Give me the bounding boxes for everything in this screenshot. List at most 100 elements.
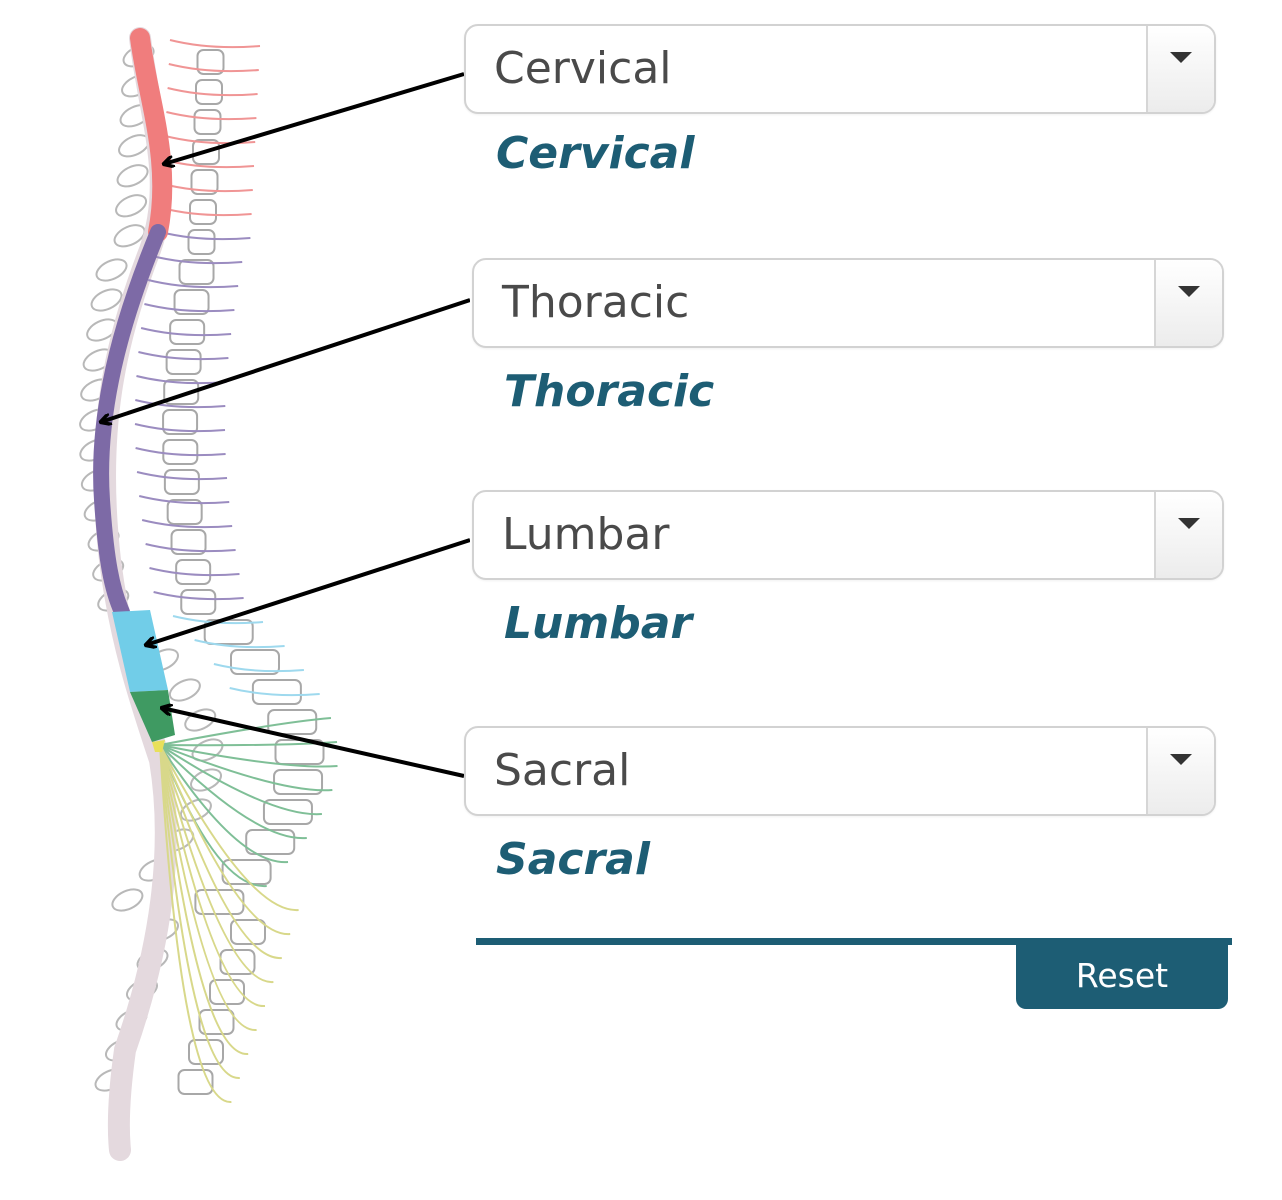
lumbar-answer-label: Lumbar xyxy=(504,598,693,649)
nerve-root xyxy=(229,687,320,697)
nerve-root xyxy=(167,87,258,97)
vertebral-body xyxy=(245,829,296,855)
nerve-root xyxy=(151,255,243,265)
nerve-root xyxy=(135,447,226,457)
nerve-root xyxy=(159,717,332,746)
vertebral-body xyxy=(178,259,215,285)
vertebral-body xyxy=(193,109,222,135)
nerve-root xyxy=(135,399,226,409)
spinous-process xyxy=(90,288,123,312)
vertebral-body xyxy=(187,229,216,255)
vertebral-body xyxy=(180,589,217,615)
thoracic-dropdown[interactable]: Thoracic xyxy=(472,258,1224,348)
vertebral-body xyxy=(189,199,217,225)
vertebral-body xyxy=(195,79,223,105)
vertebral-body xyxy=(170,529,207,555)
vertebral-body xyxy=(163,469,200,495)
thoracic-pointer-arrow xyxy=(101,298,470,422)
nerve-root xyxy=(144,303,235,313)
caret-down-icon xyxy=(1178,286,1200,297)
sacral-answer-label: Sacral xyxy=(496,834,650,885)
caret-down-icon xyxy=(1178,518,1200,529)
nerve-root xyxy=(159,744,289,864)
nerve-root xyxy=(149,567,240,577)
sacral-dropdown-value: Sacral xyxy=(494,745,631,796)
nerve-root xyxy=(159,744,291,936)
nerve-root xyxy=(159,744,322,816)
spinous-process xyxy=(113,224,146,248)
nerve-root xyxy=(147,279,239,289)
vertebral-body xyxy=(230,649,280,675)
vertebral-body xyxy=(251,679,302,705)
cervical-dropdown[interactable]: Cervical xyxy=(464,24,1216,114)
spinous-process xyxy=(95,258,128,282)
spinous-process xyxy=(168,678,201,702)
nerve-root xyxy=(164,135,256,145)
nerve-root xyxy=(134,423,226,433)
lumbar-segment xyxy=(112,610,168,692)
vertebral-body xyxy=(166,499,203,525)
vertebral-body xyxy=(196,49,225,75)
vertebral-body xyxy=(173,289,210,315)
nerve-root xyxy=(159,744,232,1104)
spinal-nerves xyxy=(134,39,338,1104)
lumbar-dropdown-toggle[interactable] xyxy=(1154,492,1222,578)
footer-divider xyxy=(476,938,1232,945)
caret-down-icon xyxy=(1170,754,1192,765)
vertebral-body xyxy=(162,439,199,465)
nerve-root xyxy=(159,744,257,1032)
spinal-column-diagram xyxy=(79,27,470,1161)
vertebrae xyxy=(79,44,325,1095)
nerve-root xyxy=(138,495,230,505)
sacral-dropdown-toggle[interactable] xyxy=(1146,728,1214,814)
spinous-process xyxy=(191,738,224,762)
spinous-process xyxy=(115,194,148,218)
thoracic-answer-label: Thoracic xyxy=(504,366,715,417)
nerve-root xyxy=(159,744,274,984)
nerve-root xyxy=(145,543,236,553)
reset-button[interactable]: Reset xyxy=(1016,943,1228,1009)
spinous-process xyxy=(111,888,144,912)
nerve-root xyxy=(138,351,229,361)
nerve-root xyxy=(159,744,282,960)
nerve-root xyxy=(140,327,232,337)
vertebral-body xyxy=(177,1069,214,1095)
sacral-dropdown[interactable]: Sacral xyxy=(464,726,1216,816)
nerve-root xyxy=(213,663,304,673)
coccygeal-segment xyxy=(152,740,165,752)
nerve-root xyxy=(159,744,333,792)
nerve-root xyxy=(159,744,307,840)
thoracic-dropdown-toggle[interactable] xyxy=(1154,260,1222,346)
sacral-pointer-arrow xyxy=(162,708,465,778)
cervical-segment xyxy=(130,28,173,242)
nerve-root xyxy=(159,744,338,768)
vertebral-body xyxy=(188,1039,224,1065)
thoracic-dropdown-value: Thoracic xyxy=(502,277,690,328)
nerve-root xyxy=(136,471,228,481)
cervical-dropdown-toggle[interactable] xyxy=(1146,26,1214,112)
vertebral-body xyxy=(162,409,199,435)
caret-down-icon xyxy=(1170,52,1192,63)
nerve-root xyxy=(141,519,233,529)
vertebral-body xyxy=(165,349,202,375)
nerve-root xyxy=(153,591,244,601)
thoracic-segment xyxy=(93,224,166,620)
vertebral-body xyxy=(175,559,212,585)
nerve-root xyxy=(169,39,261,49)
cervical-answer-label: Cervical xyxy=(496,128,695,179)
spinous-process xyxy=(116,164,149,188)
lumbar-dropdown-value: Lumbar xyxy=(502,509,670,560)
vertebral-body xyxy=(273,769,324,795)
nerve-root xyxy=(194,639,285,649)
nerve-root xyxy=(168,63,259,73)
nerve-root xyxy=(166,111,257,121)
nerve-root xyxy=(159,744,299,912)
nerve-root xyxy=(159,744,266,1008)
lumbar-dropdown[interactable]: Lumbar xyxy=(472,490,1224,580)
lumbar-pointer-arrow xyxy=(146,538,470,645)
nerve-root xyxy=(159,744,249,1056)
cervical-dropdown-value: Cervical xyxy=(494,43,672,94)
cervical-pointer-arrow xyxy=(164,72,465,164)
nerve-root xyxy=(159,744,240,1080)
vertebral-body xyxy=(169,319,206,345)
